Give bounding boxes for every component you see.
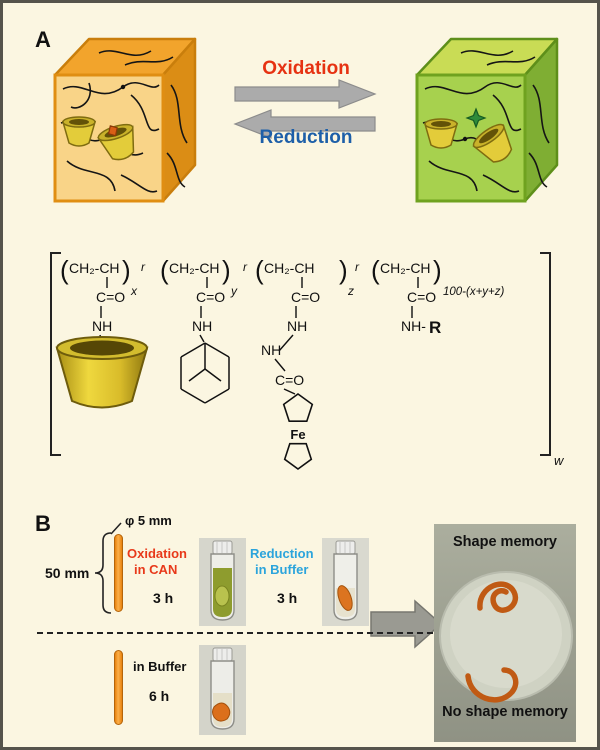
svg-text:(: ( [371, 255, 380, 285]
iron-label: Fe [290, 427, 305, 442]
subscript-z: z [347, 284, 354, 298]
equilibrium-arrows [233, 79, 377, 139]
carbonyl-text: C=O [196, 289, 225, 305]
subscript-y: y [230, 284, 238, 298]
rod-diameter-label: φ 5 mm [125, 513, 172, 528]
svg-text:): ) [339, 255, 348, 285]
backbone-text: CH₂-CH [380, 260, 431, 276]
shape-memory-caption: Shape memory [453, 534, 557, 550]
empty-cyclodextrin-cup-icon [472, 123, 513, 163]
gel-rod-control [114, 650, 123, 725]
amide-text: NH [92, 318, 112, 334]
cyclopentadienyl-top-ring [282, 393, 314, 422]
monomer-unit-adamantane: ( CH₂-CH ) y C=O NH [160, 255, 238, 404]
oxidation-step-duration: 3 h [153, 590, 174, 606]
control-step-label: in Buffer [133, 659, 187, 674]
reduction-label: Reduction [259, 127, 353, 148]
crosslink-dot [462, 136, 468, 142]
vial-photo-after-reduction [322, 538, 369, 626]
polymer-structure: w ( CH₂-CH ) x C=O NH r ( CH₂-CH ) y [50, 252, 565, 470]
control-step-duration: 6 h [149, 688, 170, 704]
gel-cube-oxidized [53, 37, 197, 203]
orange-gel-sample [337, 585, 353, 611]
panel-a-label: A [35, 27, 51, 52]
monomer-unit-ferrocene: ( CH₂-CH ) z C=O NH NH C=O Fe [255, 255, 354, 470]
amide2-text: NH [261, 342, 281, 358]
cyclodextrin-cup-icon [423, 118, 459, 149]
vial-photo-control [199, 645, 246, 735]
oxidation-step-line2: in CAN [134, 562, 178, 577]
backbone-text: CH₂-CH [169, 260, 220, 276]
rod-length-label: 50 mm [45, 565, 90, 581]
unrecovered-sample [465, 667, 519, 703]
ferrocene-guest-icon [107, 125, 118, 137]
subscript-x: x [130, 284, 138, 298]
cyclodextrin-cup-icon [61, 116, 97, 147]
ferrocenium-star-icon [465, 107, 487, 129]
result-arrow-icon [370, 599, 443, 649]
amide-text: NH [192, 318, 212, 334]
svg-text:): ) [122, 255, 131, 285]
svg-text:(: ( [255, 255, 264, 285]
gel-rod-initial [114, 534, 123, 612]
result-photo-panel: Shape memory No shape memory [434, 524, 576, 742]
ferrocene-icon: Fe [282, 393, 314, 470]
subscript-rest: 100-(x+y+z) [443, 286, 505, 298]
carbonyl-text: C=O [291, 289, 320, 305]
monomer-unit-r-group: ( CH₂-CH ) 100-(x+y+z) C=O NH- R [371, 255, 505, 337]
length-brace [94, 532, 112, 614]
adamantane-cage-icon [180, 342, 230, 404]
panel-b-label: B [35, 511, 51, 536]
crosslink-dot [120, 84, 126, 90]
diameter-pointer-line [110, 522, 122, 535]
left-bracket [50, 252, 61, 456]
oxidation-step-line1: Oxidation [127, 546, 187, 561]
orange-gel-sample [212, 702, 231, 722]
random-linkage-r: r [243, 260, 248, 274]
left-arrow-icon [233, 109, 376, 139]
polymer-network-lines [422, 50, 550, 193]
backbone-text: CH₂-CH [264, 260, 315, 276]
amide-text: NH- [401, 318, 426, 334]
vial-photo-after-oxidation [199, 538, 246, 626]
cyclodextrin-cup-large-icon [55, 336, 149, 409]
r-group-label: R [429, 318, 441, 337]
svg-text:): ) [433, 255, 442, 285]
svg-text:): ) [222, 255, 231, 285]
reduction-step-line2: in Buffer [255, 562, 309, 577]
svg-text:(: ( [60, 255, 69, 285]
reduction-step-duration: 3 h [277, 590, 298, 606]
reduction-step-line1: Reduction [250, 546, 314, 561]
dashed-separator [37, 632, 433, 634]
oxidation-label: Oxidation [262, 58, 350, 79]
carbonyl-text: C=O [407, 289, 436, 305]
degree-subscript: w [554, 453, 565, 468]
no-shape-memory-caption: No shape memory [442, 704, 568, 720]
recovered-spiral-sample [477, 581, 519, 613]
carbonyl2-text: C=O [275, 372, 304, 388]
svg-text:(: ( [160, 255, 169, 285]
cyclopentadienyl-bottom-ring [283, 442, 313, 470]
right-bracket [540, 252, 551, 456]
monomer-unit-cyclodextrin: ( CH₂-CH ) x C=O NH [55, 255, 149, 409]
gel-sample [214, 585, 230, 607]
carbonyl-text: C=O [96, 289, 125, 305]
cyclodextrin-ferrocene-complex-icon [97, 123, 135, 161]
random-linkage-r: r [355, 260, 360, 274]
gel-cube-reduced [415, 37, 559, 203]
backbone-text: CH₂-CH [69, 260, 120, 276]
random-linkage-r: r [141, 260, 146, 274]
amide-text: NH [287, 318, 307, 334]
right-arrow-icon [234, 79, 377, 109]
